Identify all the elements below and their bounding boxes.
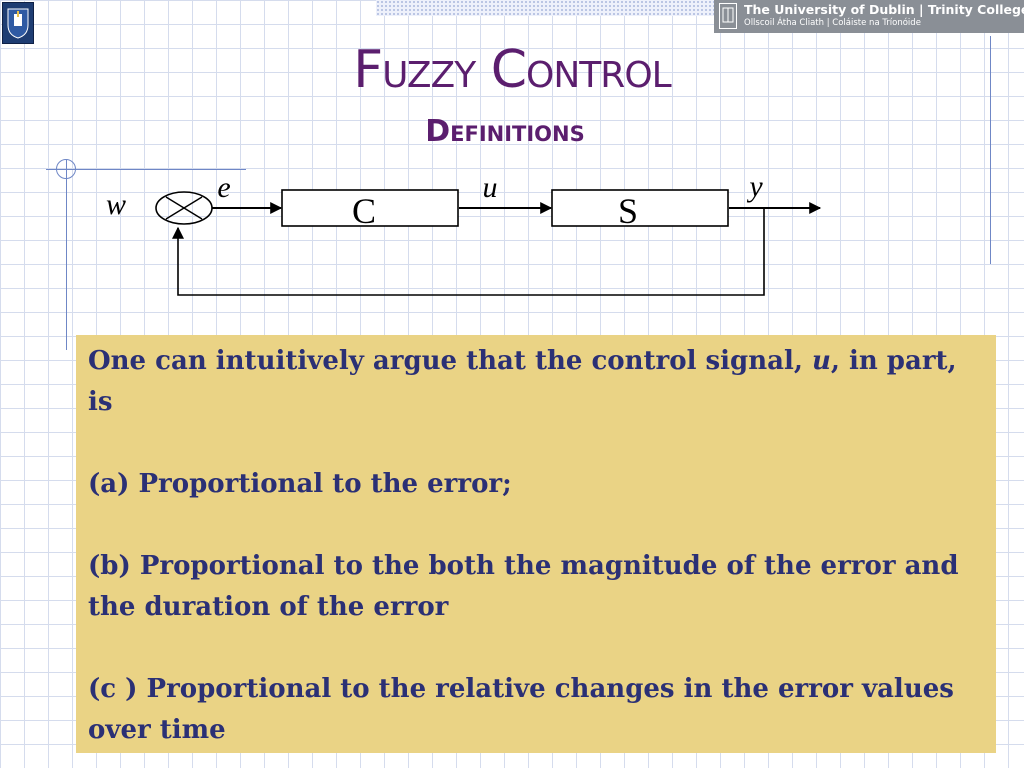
slide-title: Fuzzy Control [353, 40, 671, 100]
system-label: S [618, 191, 638, 231]
decorative-horizontal-line [46, 169, 246, 170]
slide-subtitle: Definitions [425, 114, 585, 149]
controller-label: C [352, 191, 376, 231]
intro-paragraph: One can intuitively argue that the contr… [88, 341, 984, 423]
feedback-path [172, 208, 765, 296]
definition-text-box: One can intuitively argue that the contr… [76, 335, 996, 753]
university-banner: The University of Dublin | Trinity Colle… [714, 0, 1024, 33]
summing-junction-cross-2 [165, 196, 203, 220]
decorative-vertical-line-right [990, 36, 991, 264]
output-label-y: y [746, 170, 763, 203]
intro-symbol-u: u [811, 346, 831, 376]
item-c: (c ) Proportional to the relative change… [88, 674, 954, 745]
control-label-u: u [483, 171, 498, 204]
error-label-e: e [217, 171, 230, 204]
feedback-control-diagram: w e u y C S [106, 170, 822, 296]
intro-text: One can intuitively argue that the contr… [88, 346, 812, 376]
item-a: (a) Proportional to the error; [88, 469, 512, 499]
college-crest-logo [2, 2, 34, 44]
controller-block [281, 189, 459, 227]
university-name-line1: The University of Dublin | Trinity Colle… [744, 2, 1024, 17]
item-b: (b) Proportional to the both the magnitu… [88, 551, 959, 622]
decorative-vertical-line-left [66, 160, 67, 350]
university-seal-icon [719, 3, 737, 29]
university-name-line2: Ollscoil Átha Cliath | Coláiste na Tríon… [744, 18, 921, 28]
system-block [551, 189, 729, 227]
decorative-top-strip [376, 0, 714, 16]
intro-tail: , in part, is [88, 346, 957, 417]
input-label-w: w [106, 188, 126, 221]
decorative-circle [56, 159, 76, 179]
crest-icon [7, 8, 29, 39]
